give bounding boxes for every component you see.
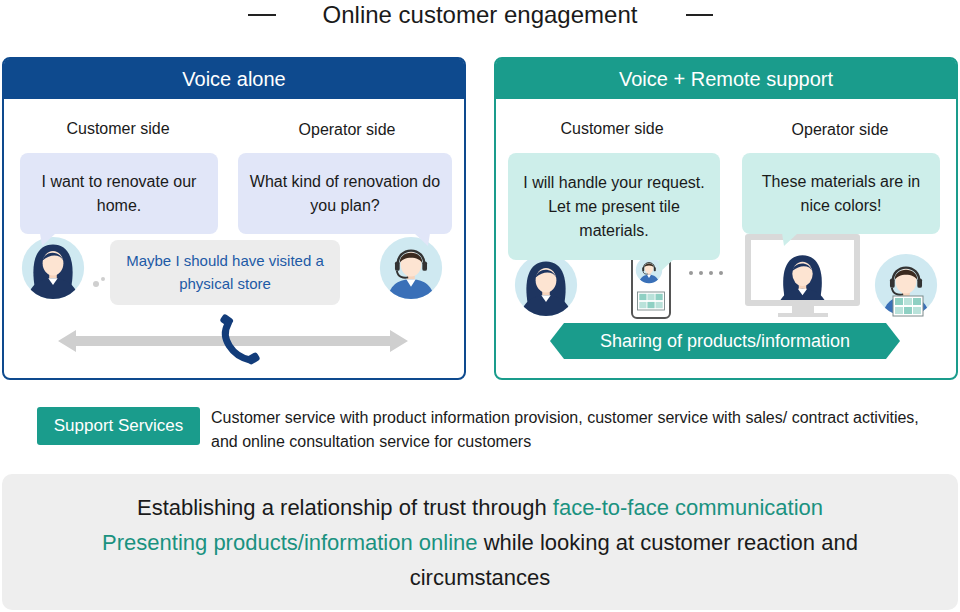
tile-sample	[893, 296, 923, 316]
bubble-text-box: I want to renovate our home.	[30, 170, 208, 218]
panel: Voice alone I want to renovate our home. W…	[2, 57, 466, 380]
thought-dot	[101, 277, 105, 281]
panel-header: Voice + Remote support	[496, 59, 956, 99]
bubble-text-box: These materials are in nice colors!	[752, 170, 930, 218]
tag-text: Support Services	[54, 416, 183, 436]
speech-bubble: Maybe I should have visited a physical s…	[110, 240, 340, 305]
speech-bubble: What kind of renovation do you plan?	[238, 153, 452, 234]
side-label: Operator side	[277, 118, 417, 142]
side-label: Operator side	[770, 118, 910, 142]
speech-bubble: These materials are in nice colors!	[742, 153, 940, 234]
note-text: Customer service with product informatio…	[211, 406, 931, 454]
bubble-text: What kind of renovation do you plan?	[248, 170, 442, 218]
monitor	[745, 234, 860, 317]
side-label: Customer side	[542, 117, 682, 141]
diagram-title: Online customer engagement	[0, 0, 960, 30]
bubble-text-box: What kind of renovation do you plan?	[248, 170, 442, 218]
summary-text: Establishing a relationship of trust thr…	[42, 490, 918, 595]
bubble-text-box: Maybe I should have visited a physical s…	[120, 250, 330, 295]
phone-icon	[219, 313, 260, 365]
customer-avatar	[22, 237, 84, 306]
tag-box: Support Services	[37, 407, 200, 445]
thought-dot	[93, 281, 99, 287]
arrow-band: Sharing of products/information	[550, 323, 900, 359]
bubble-text-box: I will handle your request. Let me prese…	[518, 171, 710, 243]
connection-dots	[689, 271, 723, 275]
operator-avatar	[875, 254, 937, 323]
band-text: Sharing of products/information	[600, 331, 850, 352]
panel-header: Voice alone	[4, 59, 464, 99]
bubble-text: Maybe I should have visited a physical s…	[120, 250, 330, 295]
bubble-text: These materials are in nice colors!	[752, 170, 930, 218]
bubble-tail	[658, 259, 674, 272]
summary-panel: Establishing a relationship of trust thr…	[2, 474, 958, 610]
bubble-text: I want to renovate our home.	[30, 170, 208, 218]
summary-phrase: Establishing a relationship of trust thr…	[137, 495, 547, 520]
bubble-text: I will handle your request. Let me prese…	[518, 171, 710, 243]
bubble-tail	[40, 233, 56, 246]
speech-bubble: I want to renovate our home.	[20, 153, 218, 234]
operator-avatar	[380, 237, 442, 306]
speech-bubble: I will handle your request. Let me prese…	[508, 153, 720, 260]
side-label: Customer side	[48, 117, 188, 141]
summary-phrase: Presenting products/information online	[102, 530, 477, 555]
bubble-tail	[782, 233, 798, 246]
bubble-tail	[414, 233, 430, 246]
panel: Voice + Remote support I will handle your…	[494, 57, 958, 380]
summary-phrase: face-to-face communication	[553, 495, 823, 520]
customer-avatar	[515, 254, 577, 323]
